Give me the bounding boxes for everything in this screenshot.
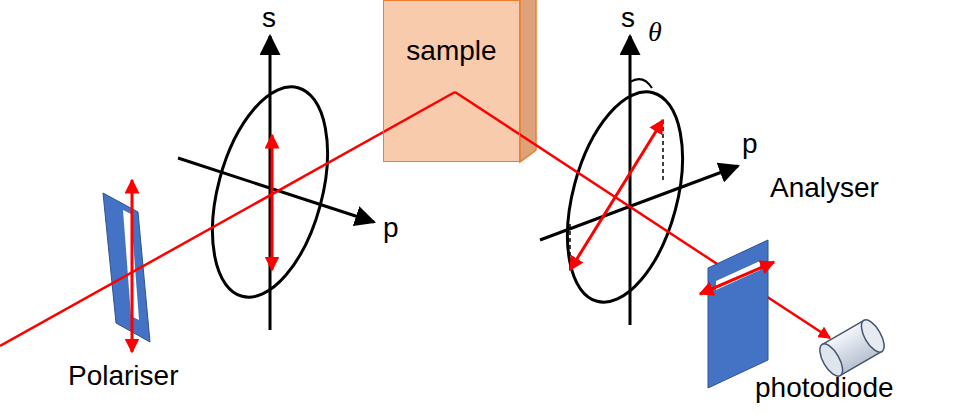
photodiode-icon [815, 316, 888, 379]
axis-label: s [621, 2, 635, 34]
component-label: photodiode [755, 372, 894, 404]
analyser-plate [700, 240, 774, 388]
node-text: sample [384, 35, 519, 67]
sample-block [383, 0, 536, 162]
component-label: Analyser [770, 172, 879, 204]
axis-label: p [742, 128, 758, 160]
component-label: Polariser [68, 360, 178, 392]
angle-symbol: θ [648, 16, 662, 48]
incident-polarisation-axes [178, 36, 374, 330]
axis-label: s [262, 2, 276, 34]
sample-box: sample [383, 0, 520, 162]
light-beam [0, 92, 830, 346]
axis-label: p [383, 212, 399, 244]
